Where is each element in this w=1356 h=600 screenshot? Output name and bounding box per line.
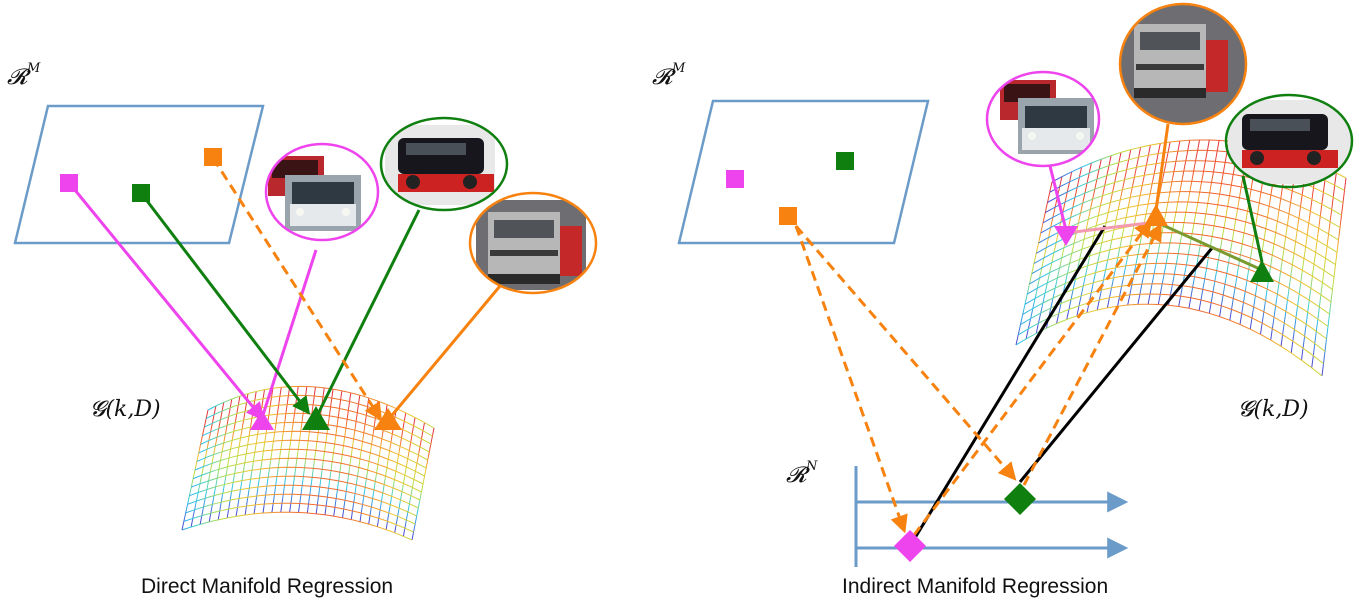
mesh-line — [183, 502, 414, 533]
mesh-line — [1031, 232, 1333, 290]
left-input-space-plane — [13, 104, 265, 245]
right-magenta-photo-link — [1048, 165, 1068, 231]
car-rear-photo-icon — [1120, 4, 1246, 124]
embedding-space-axes — [854, 466, 1129, 567]
left-manifold-point-orange — [374, 408, 402, 430]
car-rear-photo-icon — [476, 200, 586, 290]
embedding-space-label: 𝓡 — [786, 463, 810, 488]
mesh-line — [1029, 242, 1332, 303]
mesh-line — [1042, 180, 1341, 228]
right-space-label: 𝓡 — [652, 65, 676, 90]
right-manifold-connections — [1065, 220, 1263, 272]
car-photo-icon — [1000, 80, 1094, 154]
left-caption: Direct Manifold Regression — [141, 575, 393, 598]
left-space-label-sup: M — [26, 61, 41, 76]
mesh-line — [1036, 211, 1336, 266]
right-photo-bubble-magenta — [985, 70, 1101, 168]
arrow-magenta-photo — [260, 249, 318, 419]
arrow-magenta-sample — [68, 183, 265, 421]
mesh-line — [198, 430, 427, 469]
mesh-line — [194, 448, 424, 485]
right-manifold-point-orange — [1144, 204, 1168, 226]
mesh-line — [1024, 262, 1329, 327]
mesh-line — [1038, 201, 1338, 253]
mesh-line — [196, 439, 425, 477]
right-black-links — [908, 225, 1214, 547]
left-sample-green — [132, 184, 150, 202]
right-sample-orange — [779, 207, 797, 225]
mesh-line — [1040, 191, 1339, 241]
right-photo-bubble-orange — [1118, 2, 1248, 126]
arrow-orange-sample — [211, 157, 382, 422]
car-photo-icon — [268, 156, 361, 231]
left-manifold-point-green — [302, 406, 330, 430]
right-input-space-plane — [677, 99, 930, 245]
arrow-orange-photo — [386, 285, 502, 421]
mesh-line — [1018, 293, 1324, 364]
right-panel: 𝓡 M — [652, 2, 1354, 598]
right-orange-photo-link — [1154, 123, 1170, 211]
mesh-line — [185, 493, 416, 525]
embedding-space-label-sup: N — [805, 459, 818, 474]
left-sample-orange — [204, 148, 222, 166]
mesh-line — [1022, 273, 1327, 340]
right-manifold-point-green — [1250, 260, 1274, 282]
van-photo-icon — [1228, 100, 1352, 184]
left-regression-arrows — [68, 157, 502, 422]
embedding-point-magenta — [894, 530, 926, 562]
left-manifold-surface — [181, 385, 435, 541]
arrow-green-photo — [316, 209, 421, 415]
right-manifold-point-magenta — [1054, 226, 1078, 246]
mesh-line — [1033, 221, 1335, 278]
left-photo-bubble-orange — [468, 191, 598, 295]
right-sample-green — [836, 152, 854, 170]
mesh-line — [191, 466, 421, 501]
left-sample-magenta — [60, 174, 78, 192]
mesh-line — [187, 484, 417, 517]
embedding-point-green — [1004, 483, 1036, 515]
left-manifold-point-magenta — [250, 410, 274, 430]
mesh-line — [1045, 170, 1342, 216]
mesh-line — [181, 511, 413, 541]
mesh-line — [1020, 283, 1326, 352]
left-photo-bubble-magenta — [264, 142, 380, 242]
left-panel: 𝓡 M — [7, 61, 598, 598]
left-photo-bubble-green — [379, 116, 509, 212]
left-space-label: 𝓡 — [7, 65, 31, 90]
right-sample-magenta — [726, 170, 744, 188]
right-green-photo-link — [1241, 175, 1264, 263]
mesh-line — [189, 475, 419, 509]
van-photo-icon — [385, 125, 495, 205]
mesh-line — [1015, 303, 1323, 377]
arrow-green-sample — [139, 192, 311, 415]
right-orange-dashed-arrows — [794, 219, 1162, 536]
right-space-label-sup: M — [671, 61, 686, 76]
right-caption: Indirect Manifold Regression — [842, 575, 1108, 598]
right-photo-bubble-green — [1224, 93, 1354, 189]
left-manifold-label: 𝓖(k,D) — [90, 397, 161, 422]
mesh-line — [192, 457, 422, 493]
right-manifold-label: 𝓖(k,D) — [1238, 397, 1309, 422]
